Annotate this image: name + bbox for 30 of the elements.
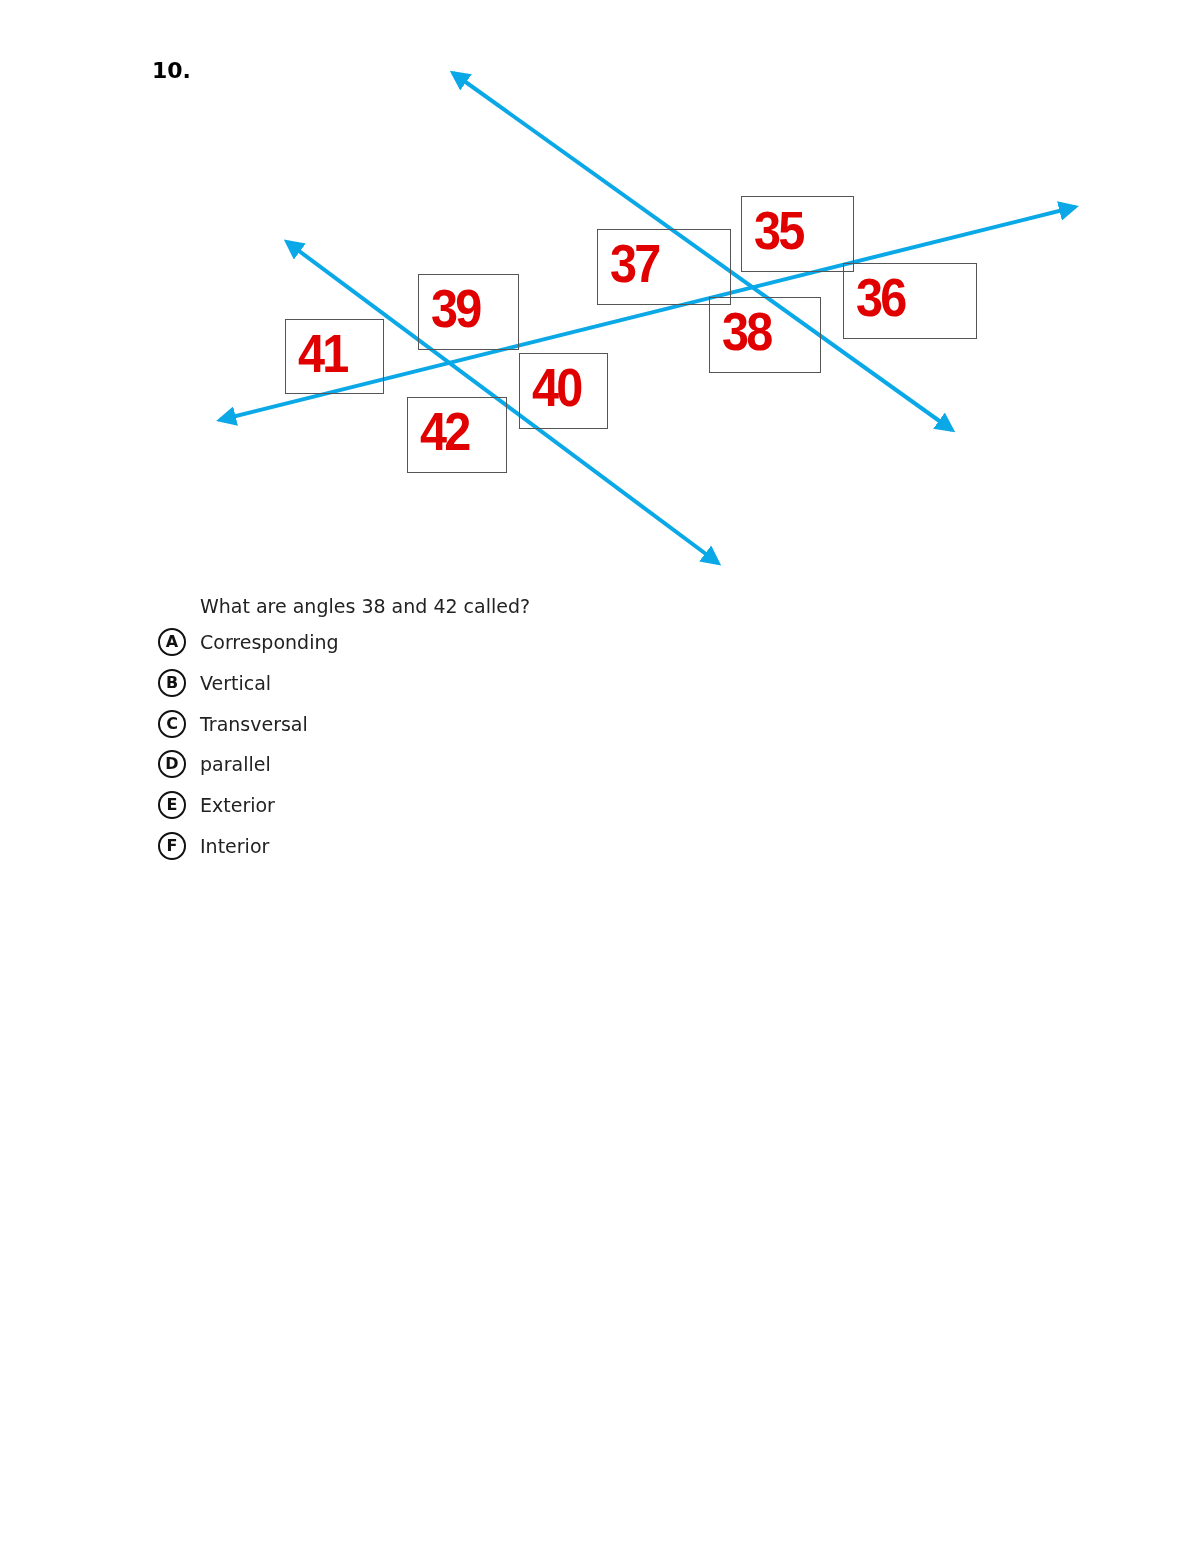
- angle-label-box: [407, 397, 507, 473]
- question-number: 10.: [152, 58, 191, 83]
- angle-number: 39: [431, 279, 480, 339]
- option-letter: C: [158, 709, 186, 738]
- angle-label-box: [741, 196, 854, 272]
- option-letter: E: [158, 791, 186, 820]
- answer-option: parallel: [200, 752, 271, 777]
- angle-number: 41: [298, 324, 347, 384]
- angle-label-box: [597, 229, 731, 305]
- option-letter: B: [158, 668, 186, 697]
- angle-label-box: [709, 297, 821, 373]
- angle-label-box: [843, 263, 977, 339]
- option-letter: D: [158, 750, 186, 779]
- angle-number: 40: [532, 358, 581, 418]
- angle-label-box: [285, 319, 384, 394]
- angle-label-box: [418, 274, 519, 350]
- angle-number: 35: [754, 201, 803, 261]
- answer-option: Vertical: [200, 670, 272, 695]
- option-letter: F: [158, 832, 186, 860]
- answer-option: Corresponding: [200, 630, 339, 654]
- angle-number: 42: [420, 402, 469, 462]
- answer-option: Interior: [200, 834, 270, 858]
- question-text: What are angles 38 and 42 called?: [200, 594, 531, 618]
- angle-number: 36: [856, 268, 905, 328]
- answer-option: Transversal: [200, 711, 308, 736]
- answer-option: Exterior: [200, 793, 275, 818]
- angle-number: 37: [610, 234, 659, 294]
- option-letter: A: [158, 628, 186, 656]
- angle-number: 38: [722, 302, 771, 362]
- angle-label-box: [519, 353, 608, 429]
